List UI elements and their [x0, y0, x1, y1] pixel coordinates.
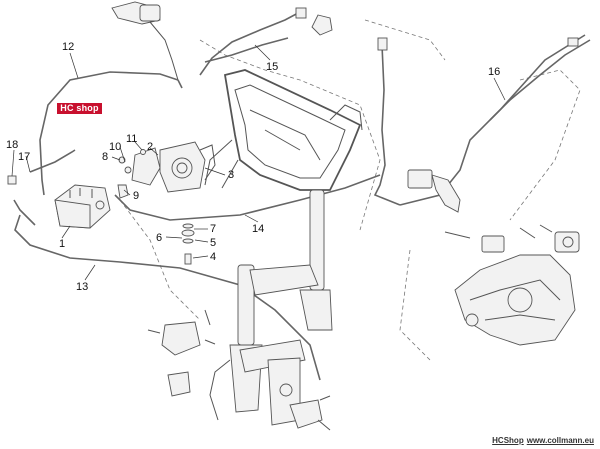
callout-5: 5	[210, 237, 216, 249]
hc-shop-logo: HC shop	[57, 103, 102, 114]
callout-2: 2	[147, 141, 153, 153]
callout-12: 12	[62, 41, 74, 53]
hose-12b	[177, 79, 183, 89]
front-calipers	[147, 309, 331, 431]
callout-11: 11	[126, 133, 137, 145]
callout-8: 8	[102, 151, 108, 163]
callout-10: 10	[109, 141, 121, 153]
callout-17: 17	[18, 151, 30, 163]
frame-part	[204, 69, 363, 191]
hose-15	[199, 7, 333, 76]
hardware-stack	[181, 223, 195, 265]
footer-brand: HCShop	[492, 436, 524, 445]
leader-lines	[11, 44, 506, 281]
footer-site-link[interactable]: www.collmann.eu	[526, 436, 594, 445]
hose-12	[39, 71, 179, 196]
rear-bracket-part	[444, 224, 580, 346]
callout-13: 13	[76, 281, 88, 293]
callout-9: 9	[133, 190, 139, 202]
callout-7: 7	[210, 223, 216, 235]
callout-numbers: 1 2 3 4 5 6 7 8 9 10 11 12 13 14 15 16 1…	[6, 41, 500, 293]
right-hose	[373, 34, 586, 206]
callout-16: 16	[488, 66, 500, 78]
brake-lever-part	[111, 1, 179, 81]
callout-6: 6	[156, 232, 162, 244]
callout-3: 3	[228, 169, 234, 181]
hose-16	[489, 39, 591, 121]
callout-1: 1	[59, 238, 65, 250]
callout-14: 14	[252, 223, 264, 235]
callout-18: 18	[6, 139, 18, 151]
abs-bracket-part	[131, 141, 216, 193]
hose-14	[114, 174, 381, 221]
front-fork-part	[209, 189, 333, 426]
reference-lines	[119, 19, 581, 361]
rear-master-cylinder	[407, 169, 461, 213]
callout-15: 15	[266, 61, 278, 73]
abs-module-part	[54, 184, 111, 229]
left-fittings	[7, 149, 76, 226]
callout-4: 4	[210, 251, 216, 263]
hose-13	[14, 214, 321, 381]
